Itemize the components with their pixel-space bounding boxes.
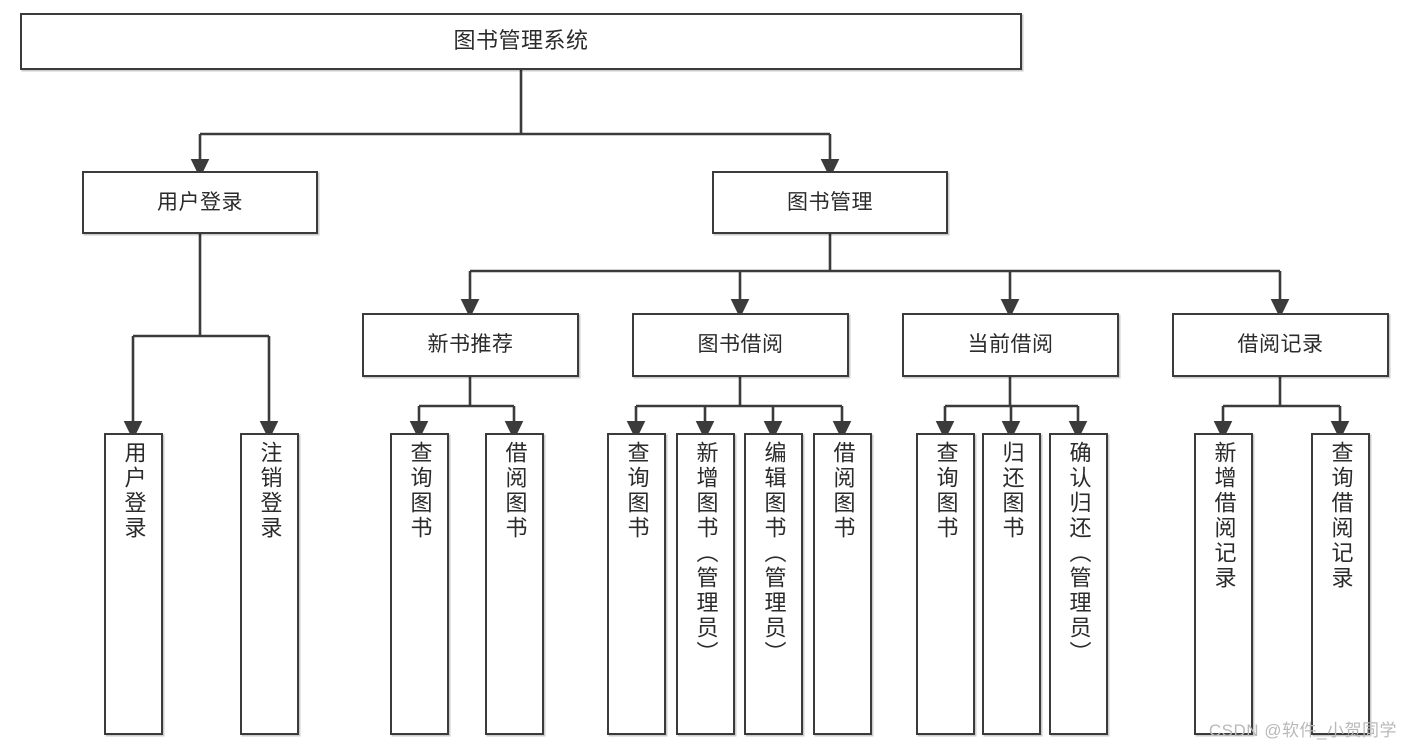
node-label: 查询图书 (624, 441, 650, 541)
node-label: 当前借阅 (967, 333, 1054, 357)
leaf-current-confirm-return-admin[interactable]: 确认归还（管理员） (1049, 433, 1108, 735)
node-user-login[interactable]: 用户登录 (82, 171, 318, 234)
leaf-record-query-record[interactable]: 查询借阅记录 (1311, 433, 1370, 735)
node-label: 借阅图书 (830, 441, 856, 541)
leaf-borrow-add-book-admin[interactable]: 新增图书（管理员） (676, 433, 735, 735)
node-label: 用户登录 (121, 441, 147, 541)
node-label: 编辑图书（管理员） (761, 441, 787, 666)
node-new-book-recommend[interactable]: 新书推荐 (362, 313, 579, 377)
leaf-user-login-logout[interactable]: 注销登录 (240, 433, 299, 735)
node-label: 查询图书 (933, 441, 959, 541)
leaf-borrow-query-book[interactable]: 查询图书 (607, 433, 666, 735)
node-label: 新书推荐 (427, 333, 514, 357)
leaf-new-book-borrow[interactable]: 借阅图书 (485, 433, 544, 735)
leaf-new-book-query[interactable]: 查询图书 (390, 433, 449, 735)
node-label: 新增借阅记录 (1211, 441, 1237, 591)
node-label: 新增图书（管理员） (693, 441, 719, 666)
node-label: 图书管理 (787, 190, 873, 214)
node-label: 用户登录 (157, 190, 243, 214)
node-label: 借阅图书 (502, 441, 528, 541)
node-label: 注销登录 (257, 441, 283, 541)
leaf-current-query-book[interactable]: 查询图书 (916, 433, 975, 735)
leaf-record-add-record[interactable]: 新增借阅记录 (1194, 433, 1253, 735)
node-borrow-record[interactable]: 借阅记录 (1172, 313, 1389, 377)
leaf-borrow-edit-book-admin[interactable]: 编辑图书（管理员） (744, 433, 803, 735)
node-label: 借阅记录 (1237, 333, 1324, 357)
node-label: 归还图书 (999, 441, 1025, 541)
node-book-management[interactable]: 图书管理 (712, 171, 948, 234)
node-label: 确认归还（管理员） (1066, 441, 1092, 666)
node-label: 查询借阅记录 (1328, 441, 1354, 591)
node-root-system[interactable]: 图书管理系统 (20, 13, 1022, 70)
node-label: 图书管理系统 (453, 28, 589, 54)
node-current-borrow[interactable]: 当前借阅 (902, 313, 1119, 377)
leaf-user-login-login[interactable]: 用户登录 (104, 433, 163, 735)
csdn-watermark: CSDN @软件_小贺同学 (1208, 721, 1397, 740)
leaf-current-return-book[interactable]: 归还图书 (982, 433, 1041, 735)
node-label: 查询图书 (407, 441, 433, 541)
node-label: 图书借阅 (697, 333, 784, 357)
leaf-borrow-borrow-book[interactable]: 借阅图书 (813, 433, 872, 735)
node-book-borrow[interactable]: 图书借阅 (632, 313, 849, 377)
